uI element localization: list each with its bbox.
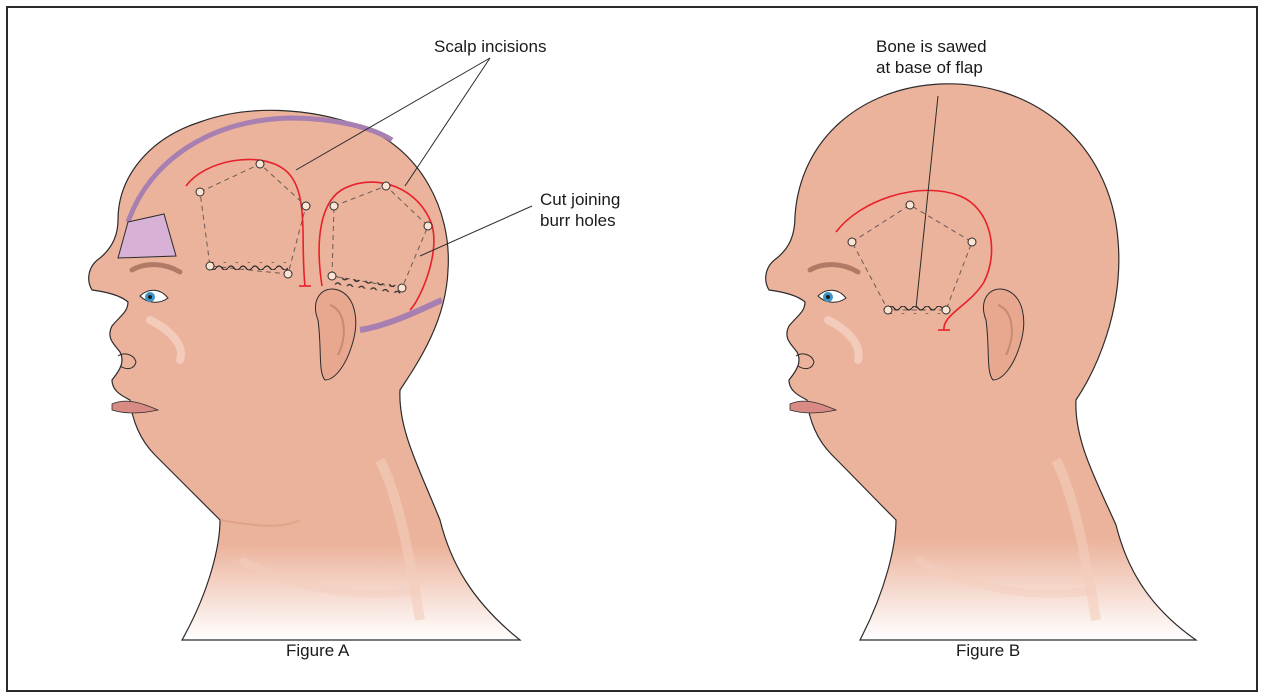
head-a-silhouette <box>89 110 520 640</box>
caption-figure-b: Figure B <box>956 641 1020 660</box>
label-scalp-incisions: Scalp incisions <box>434 37 546 56</box>
figure-b-head <box>766 84 1196 640</box>
head-b-silhouette <box>766 84 1196 640</box>
label-bone-sawed-1: Bone is sawed <box>876 37 987 56</box>
caption-figure-a: Figure A <box>286 641 350 660</box>
label-cut-joining-2: burr holes <box>540 211 616 230</box>
label-cut-joining-1: Cut joining <box>540 190 620 209</box>
saw-cut-left-a <box>210 262 288 270</box>
label-bone-sawed-2: at base of flap <box>876 58 983 77</box>
saw-cut-b <box>888 306 946 314</box>
leader-scalp-2 <box>405 58 490 186</box>
figure-a-head <box>89 110 520 640</box>
